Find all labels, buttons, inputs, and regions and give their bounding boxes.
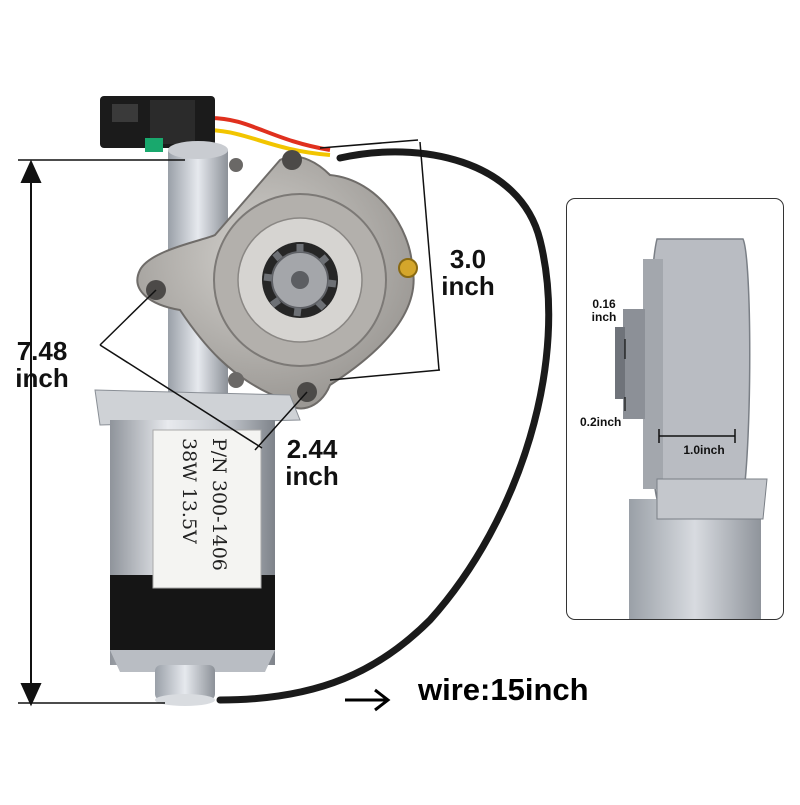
part-number-text: P/N 300-1406 xyxy=(208,438,230,571)
side-view-illustration xyxy=(615,238,768,619)
height-label: 7.48 inch xyxy=(2,336,82,394)
gear-width-dimension-line xyxy=(319,139,441,381)
gear-width-value: 3.0 xyxy=(449,244,487,274)
wire-length-label: wire:15inch xyxy=(418,672,589,707)
motor-label: P/N 300-1406 38W 13.5V xyxy=(153,430,261,588)
gear-height-label: 0.16 inch xyxy=(584,298,624,323)
wire-arrow xyxy=(345,688,391,712)
gear-width-label: 3.0 inch xyxy=(432,244,504,302)
height-value: 7.48 xyxy=(16,336,68,366)
wire-lead xyxy=(216,148,553,704)
height-unit: inch xyxy=(15,363,69,394)
side-view-inset xyxy=(566,198,784,620)
mount-span-label: 2.44 inch xyxy=(274,434,350,492)
wire-connector xyxy=(100,96,331,157)
mount-span-dimension-line xyxy=(99,289,308,451)
gearbox-plate xyxy=(136,150,418,410)
gear-height-value: 0.16 xyxy=(592,297,616,311)
body-depth-label: 1.0inch xyxy=(683,443,725,457)
mount-span-unit: inch xyxy=(285,461,339,492)
gear-offset-label: 0.2inch xyxy=(580,415,622,429)
height-dimension-line xyxy=(18,159,185,707)
mount-span-value: 2.44 xyxy=(286,434,338,464)
pinion-gear xyxy=(263,244,337,317)
pinion-side xyxy=(623,309,645,419)
gear-width-unit: inch xyxy=(441,271,495,302)
rating-text: 38W 13.5V xyxy=(178,438,200,544)
gear-height-unit: inch xyxy=(591,309,617,324)
